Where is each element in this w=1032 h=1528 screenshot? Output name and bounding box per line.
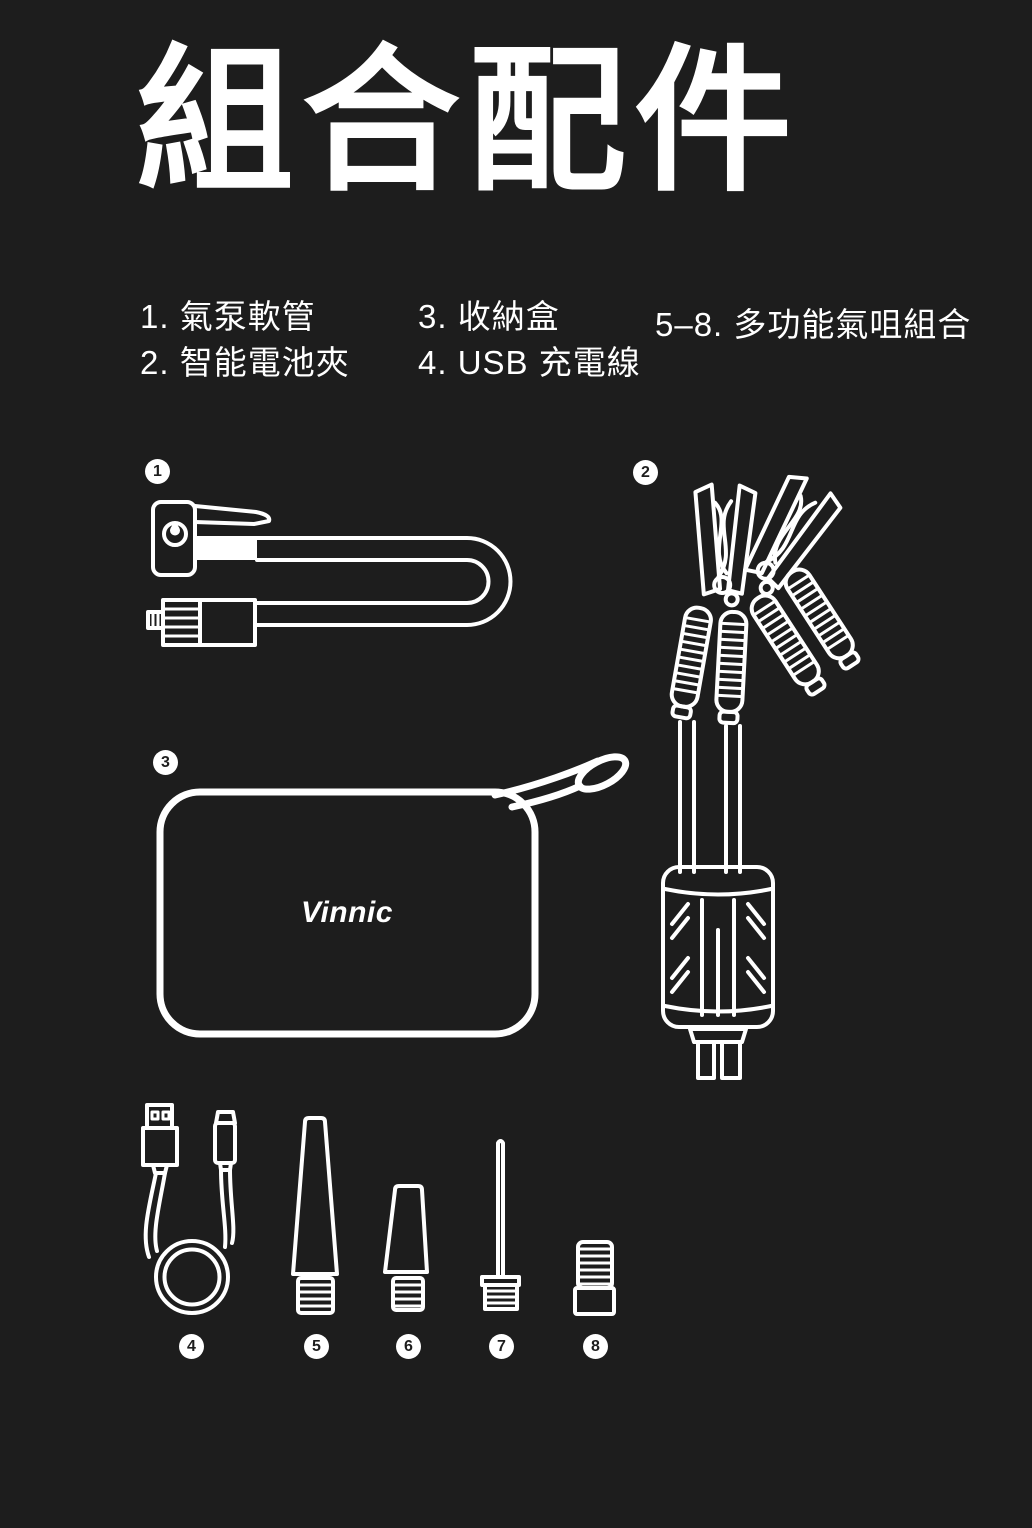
- clamp-left: [665, 484, 756, 724]
- clamp-cables: [678, 720, 742, 874]
- item-4-badge: 4: [179, 1334, 204, 1359]
- storage-pouch-illustration: [156, 753, 630, 1038]
- clamp-right: [727, 468, 866, 701]
- page-title: 組合配件: [136, 34, 800, 210]
- micro-usb-connector: [213, 1110, 237, 1172]
- hose-connector: [146, 598, 257, 647]
- battery-clamps-illustration: [661, 468, 866, 1080]
- legend-item-3: 3. 收納盒: [418, 298, 560, 335]
- item-3-badge: 3: [153, 750, 178, 775]
- pouch-handle: [491, 753, 630, 811]
- legend-item-1: 1. 氣泵軟管: [140, 298, 316, 335]
- item-2-badge: 2: [633, 460, 658, 485]
- legend-item-2: 2. 智能電池夾: [140, 344, 350, 381]
- brand-logo: Vinnic: [301, 896, 393, 929]
- usb-a-connector: [141, 1103, 179, 1175]
- item-7-badge: 7: [489, 1334, 514, 1359]
- legend-item-5-8: 5–8. 多功能氣咀組合: [655, 306, 972, 343]
- short-nozzle-illustration: [383, 1184, 429, 1312]
- item-8-badge: 8: [583, 1334, 608, 1359]
- air-pump-hose-illustration: [146, 500, 513, 647]
- long-nozzle-illustration: [291, 1116, 339, 1315]
- pump-head: [151, 500, 272, 577]
- ball-needle-illustration: [480, 1139, 521, 1311]
- clamp-connector-body: [661, 865, 775, 1080]
- hose: [195, 536, 513, 627]
- usb-cable-illustration: [141, 1103, 237, 1315]
- legend-item-4: 4. USB 充電線: [418, 344, 641, 381]
- cable-loop: [143, 1168, 236, 1315]
- valve-adapter-illustration: [573, 1240, 616, 1316]
- item-5-badge: 5: [304, 1334, 329, 1359]
- item-1-badge: 1: [145, 459, 170, 484]
- item-6-badge: 6: [396, 1334, 421, 1359]
